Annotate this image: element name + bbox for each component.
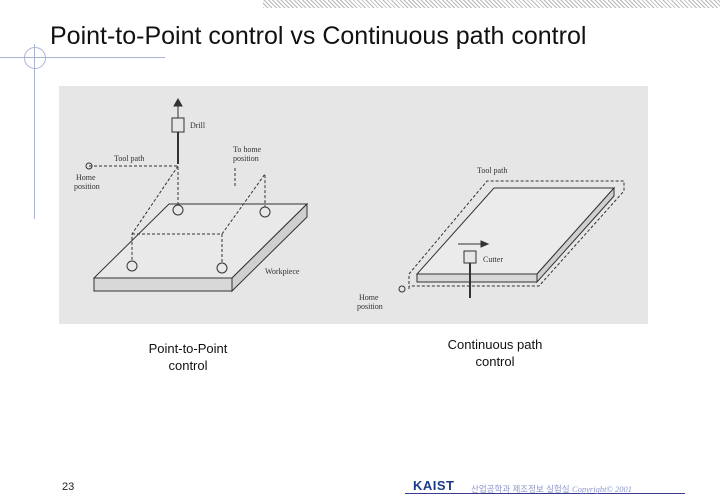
left-tool-path-line bbox=[89, 165, 179, 204]
footer-divider bbox=[405, 493, 685, 494]
page-number: 23 bbox=[62, 481, 75, 493]
point-to-point-caption: Point-to-Point control bbox=[128, 340, 248, 374]
point-to-point-diagram bbox=[85, 97, 309, 293]
right-tool-path-label: Tool path bbox=[477, 166, 507, 175]
drill-label: Drill bbox=[190, 121, 206, 130]
cutter-arrowhead bbox=[480, 240, 490, 248]
drill-arrowhead bbox=[173, 97, 183, 107]
caption-line: control bbox=[475, 354, 515, 369]
left-home-label-2: position bbox=[74, 182, 100, 191]
right-home-label-1: Home bbox=[359, 293, 379, 302]
continuous-path-caption: Continuous path control bbox=[425, 336, 565, 370]
right-workpiece-front bbox=[416, 273, 538, 283]
caption-line: Continuous path bbox=[447, 337, 543, 352]
decor-vertical-line bbox=[34, 44, 35, 219]
left-workpiece-front bbox=[93, 277, 233, 292]
control-diagram-figure: Drill Tool path Home position To home po… bbox=[59, 86, 648, 324]
right-home-marker bbox=[398, 285, 406, 293]
decor-horizontal-line bbox=[0, 57, 165, 58]
cutter-body bbox=[463, 250, 477, 264]
workpiece-label: Workpiece bbox=[265, 267, 300, 276]
top-pattern-bar bbox=[263, 0, 720, 8]
to-home-label-1: To home bbox=[233, 145, 262, 154]
to-home-label-2: position bbox=[233, 154, 259, 163]
footer-text: 산업공학과 제조정보 실험실 Copyright© 2001 bbox=[471, 483, 632, 495]
hole bbox=[216, 262, 228, 274]
hole bbox=[172, 204, 184, 216]
control-diagram-svg: Drill Tool path Home position To home po… bbox=[74, 97, 625, 311]
drill-body bbox=[171, 117, 185, 133]
hole bbox=[126, 260, 138, 272]
right-tool-path-line bbox=[408, 180, 625, 289]
left-tool-path-line bbox=[221, 172, 266, 235]
footer-dept: 산업공학과 제조정보 실험실 bbox=[471, 484, 570, 494]
decor-circle bbox=[24, 47, 46, 69]
right-home-label-2: position bbox=[357, 302, 383, 311]
left-home-marker bbox=[85, 162, 93, 170]
left-workpiece-side bbox=[231, 202, 308, 293]
caption-line: Point-to-Point bbox=[148, 341, 228, 356]
caption-line: control bbox=[168, 358, 208, 373]
right-workpiece-top bbox=[415, 187, 616, 275]
left-tool-path-label: Tool path bbox=[114, 154, 144, 163]
slide-title: Point-to-Point control vs Continuous pat… bbox=[50, 22, 587, 50]
cutter-label: Cutter bbox=[483, 255, 503, 264]
left-home-label-1: Home bbox=[76, 173, 96, 182]
continuous-path-diagram bbox=[398, 180, 625, 298]
right-workpiece-side bbox=[536, 186, 615, 284]
kaist-logo: KAIST bbox=[413, 478, 455, 493]
footer-copyright: Copyright© 2001 bbox=[571, 484, 633, 494]
